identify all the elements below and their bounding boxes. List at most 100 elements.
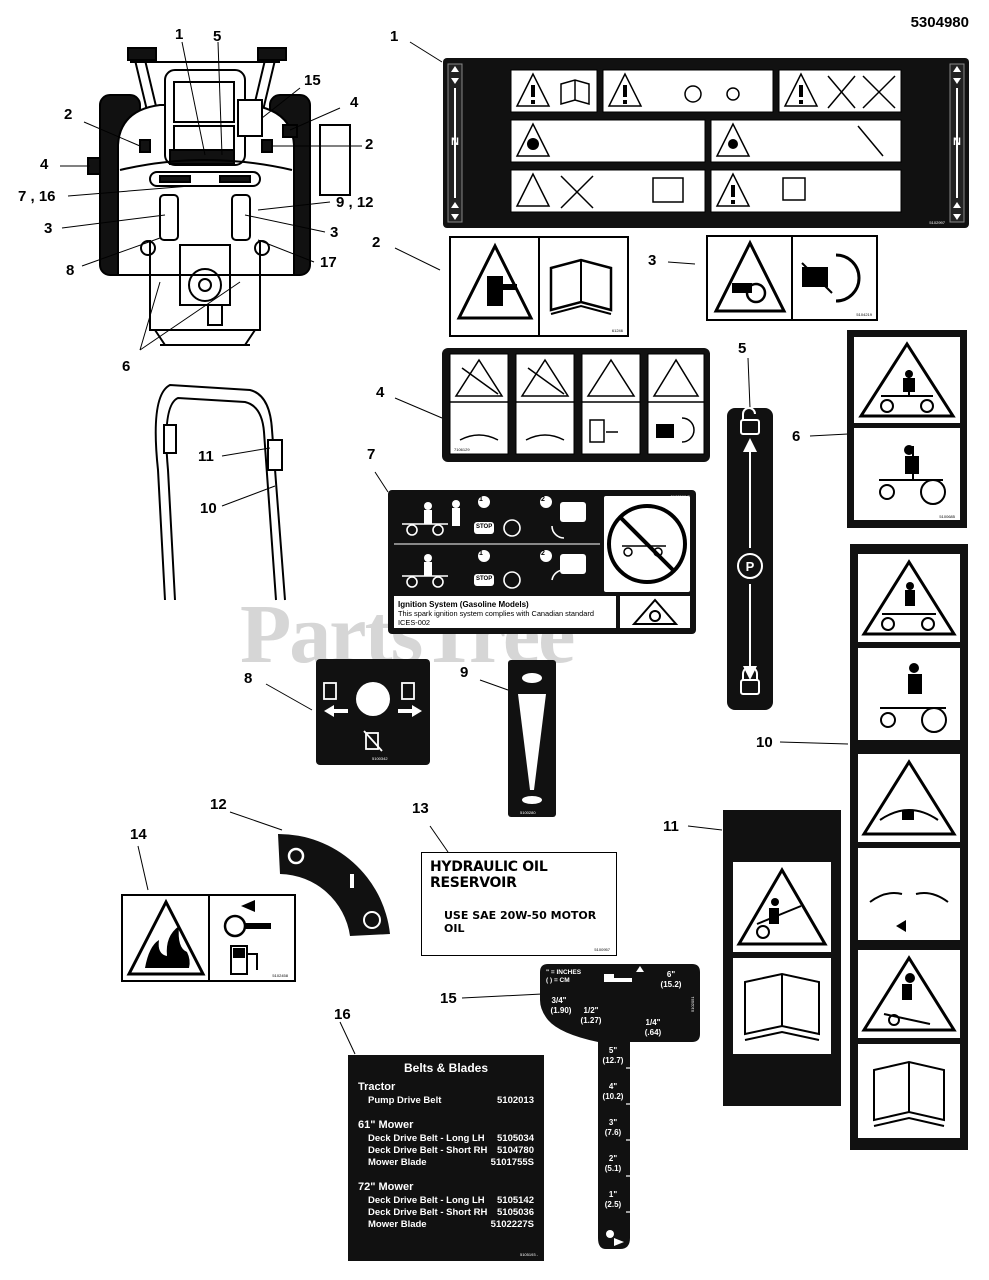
part-name: Deck Drive Belt - Short RH [368, 1145, 488, 1156]
decal-callout-15: 15 [440, 990, 457, 1007]
decal-1-graphics [447, 63, 965, 223]
decal-10 [850, 544, 968, 1150]
overview-callout-5: 5 [213, 28, 222, 45]
decal-16-section-name: 61" Mower [358, 1119, 414, 1131]
decal-6-graphics [854, 337, 960, 520]
part-number: 5101755S [490, 1157, 534, 1168]
decal-15-mark-3cm: (7.6) [604, 1128, 622, 1137]
decal-7-ignition-text: This spark ignition system complies with… [398, 609, 594, 627]
decal-callout-8: 8 [244, 670, 253, 687]
decal-15-mark-2in: 2" [608, 1154, 618, 1163]
decal-4-code: 7106129 [454, 447, 470, 452]
decal-15: " = INCHES ( ) = CM 3/4" (1.90) 1/2" (1.… [540, 964, 700, 1249]
decal-callout-11: 11 [663, 818, 679, 835]
decal-15-mark-6in: 6" [666, 970, 676, 979]
decal-4-graphics [449, 353, 705, 455]
decal-15-mark-4in: 4" [608, 1082, 618, 1091]
decal-13: HYDRAULIC OIL RESERVOIR USE SAE 20W-50 M… [421, 852, 617, 956]
decal-2: 61246 [449, 236, 629, 337]
decal-8: 5100342 [316, 659, 430, 765]
decal-callout-16: 16 [334, 1006, 351, 1023]
overview-callout-4-right: 4 [350, 94, 359, 111]
decal-15-mark-12in: 1/2" [583, 1006, 599, 1015]
part-number: 5104780 [497, 1145, 534, 1156]
decal-7-step-1-top: 1 [479, 496, 483, 503]
decal-7-ignition-title: Ignition System (Gasoline Models) [398, 600, 529, 609]
decal-15-mark-5in: 5" [608, 1046, 618, 1055]
decal-11-graphics [733, 862, 831, 1054]
decal-callout-10: 10 [756, 734, 773, 751]
decal-13-title: HYDRAULIC OIL RESERVOIR [430, 859, 548, 891]
overview-callout-4-left: 4 [40, 156, 49, 173]
decal-callout-3: 3 [648, 252, 657, 269]
decal-1-strip-letter-left: N [451, 136, 459, 148]
part-name: Deck Drive Belt - Long LH [368, 1195, 485, 1206]
overview-callout-3-right: 3 [330, 224, 339, 241]
decal-5-graphics: P [737, 407, 763, 695]
decal-6-code: 5100685 [939, 514, 955, 519]
decal-16-section-72-mower: 72" Mower Deck Drive Belt - Long LH 51051… [358, 1181, 534, 1231]
decal-15-legend-inches: " = INCHES [546, 969, 582, 976]
decal-16-row: Deck Drive Belt - Short RH 5104780 [358, 1145, 534, 1157]
decal-1: N N 5102997 [443, 58, 969, 228]
decal-15-mark-14in: 1/4" [645, 1018, 661, 1027]
decal-14: 5102458 [121, 894, 296, 982]
decal-16-section-name: 72" Mower [358, 1181, 414, 1193]
decal-7-ignition-notice: Ignition System (Gasoline Models) This s… [398, 600, 613, 627]
decal-15-code: 5102051 [690, 996, 695, 1012]
decal-13-code: 5100957 [594, 947, 610, 952]
overview-callout-2-right: 2 [365, 136, 374, 153]
decal-6: 5100685 [847, 330, 967, 528]
decal-7-stop-top: STOP [476, 524, 493, 530]
decal-15-mark-12cm: (1.27) [580, 1016, 602, 1025]
overview-callout-1: 1 [175, 26, 184, 43]
handle-callout-11: 11 [198, 448, 214, 465]
decal-7-graphics [394, 496, 690, 628]
decal-3-graphics [713, 237, 861, 319]
decal-callout-7: 7 [367, 446, 376, 463]
part-name: Pump Drive Belt [368, 1095, 442, 1106]
decal-7: 1 2 1 2 STOP STOP 5102090 B Ignition Sys… [388, 490, 696, 634]
part-number: 5105142 [497, 1195, 534, 1206]
decal-15-mark-34in: 3/4" [551, 996, 567, 1005]
decal-9-code: 5100280 [520, 810, 536, 815]
decal-15-mark-1in: 1" [608, 1190, 618, 1199]
overview-callout-7-16: 7 , 16 [18, 188, 56, 205]
overview-callout-3-left: 3 [44, 220, 53, 237]
decal-15-mark-1cm: (2.5) [604, 1200, 622, 1209]
decal-12 [278, 833, 390, 936]
decal-callout-9: 9 [460, 664, 469, 681]
decal-8-graphics [323, 682, 422, 752]
decal-callout-1: 1 [390, 28, 399, 45]
overview-callout-2-left: 2 [64, 106, 73, 123]
decal-16-title: Belts & Blades [403, 1061, 489, 1075]
decal-callout-14: 14 [130, 826, 147, 843]
decal-15-mark-6cm: (15.2) [660, 980, 682, 989]
decal-callout-12: 12 [210, 796, 227, 813]
decal-14-code: 5102458 [272, 973, 288, 978]
decal-1-code: 5102997 [929, 220, 945, 225]
decal-3-code: 5104219 [856, 312, 872, 317]
decal-7-step-2-bottom: 2 [541, 550, 545, 557]
decal-1-strip-letter-right: N [953, 136, 961, 148]
decal-callout-4: 4 [376, 384, 385, 401]
decal-callout-6: 6 [792, 428, 801, 445]
part-number: 5105036 [497, 1207, 534, 1218]
decal-5: P [727, 407, 773, 710]
decal-15-mark-5cm: (12.7) [602, 1056, 624, 1065]
part-name: Deck Drive Belt - Short RH [368, 1207, 488, 1218]
decal-13-instruction: USE SAE 20W-50 MOTOR OIL [444, 909, 597, 935]
decal-15-mark-2cm: (5.1) [604, 1164, 622, 1173]
decal-15-graphics [540, 964, 700, 1249]
decal-11 [723, 810, 841, 1106]
svg-text:P: P [746, 559, 755, 574]
part-number: 5105034 [497, 1133, 534, 1144]
decal-7-code: 5102090 B [670, 494, 690, 499]
decal-7-step-1-bottom: 1 [479, 550, 483, 557]
